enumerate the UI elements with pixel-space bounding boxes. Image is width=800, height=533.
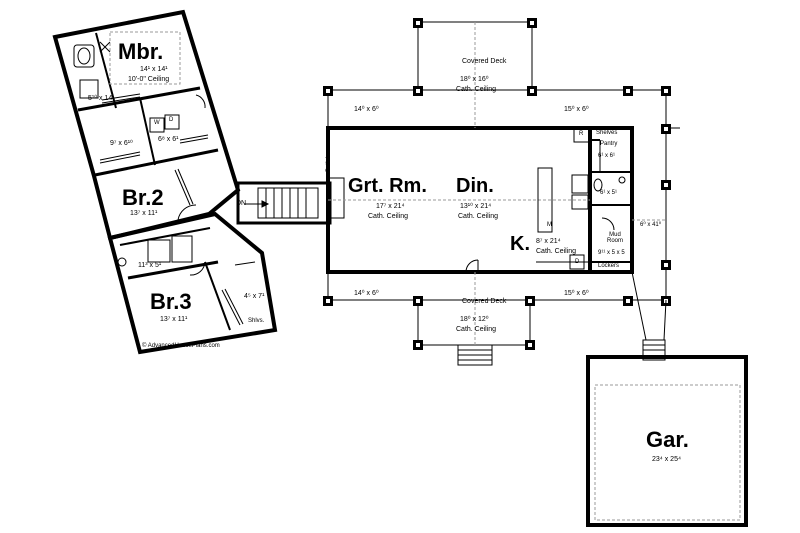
garage-door-outline — [594, 384, 741, 521]
deck-bot-note: Cath. Ceiling — [456, 326, 497, 333]
deck-top-note: Cath. Ceiling — [456, 86, 497, 93]
posts — [323, 18, 671, 350]
closet-hatching — [99, 93, 256, 326]
grt-name: Grt. Rm. — [348, 175, 427, 197]
din-dim: 13¹⁰ x 21⁴ — [460, 203, 492, 210]
mud-dim: 9¹¹ x 5 x 5 — [598, 250, 625, 256]
mbr-name: Mbr. — [118, 39, 164, 64]
br3-dim: 13⁷ x 11¹ — [160, 316, 188, 323]
garage-walls — [586, 355, 748, 527]
post — [661, 86, 671, 96]
wall — [127, 260, 219, 280]
mbath-fixtures — [73, 31, 181, 99]
washer-label: W — [154, 120, 160, 126]
post — [661, 124, 671, 134]
deck-bot-dim: 18⁰ x 12⁰ — [460, 316, 489, 323]
washer-dryer — [149, 114, 180, 133]
builtin-label: Built-In — [326, 153, 332, 172]
bath2-dim: 11³ x 5¹ — [138, 262, 162, 269]
wall — [77, 86, 201, 112]
wall — [94, 148, 219, 177]
porch-br-dim: 15⁰ x 6⁰ — [564, 290, 589, 297]
dishwasher-label: D — [575, 259, 580, 265]
post — [527, 18, 537, 28]
bath2-fixtures — [117, 235, 193, 267]
post — [323, 86, 333, 96]
hall-link — [236, 181, 332, 225]
grt-note: Cath. Ceiling — [368, 213, 409, 220]
built-in — [327, 177, 345, 219]
kit-name: K. — [510, 233, 530, 255]
shelves-label-br3: Shlvs. — [248, 318, 265, 324]
post — [413, 18, 423, 28]
microwave-label: M — [547, 222, 552, 228]
pantry-name: Pantry — [600, 141, 618, 147]
br2-dim: 13⁷ x 11¹ — [130, 210, 158, 217]
kit-dim: 8⁷ x 21⁴ — [536, 238, 561, 245]
wic2-dim: 6⁸ x 6¹ — [158, 136, 179, 143]
dn-label: DN — [236, 200, 247, 207]
deck-top-dim: 18⁰ x 16⁰ — [460, 76, 489, 83]
post — [527, 86, 537, 96]
grt-dim: 17⁷ x 21⁴ — [376, 203, 405, 210]
post — [623, 296, 633, 306]
post — [661, 260, 671, 270]
post — [661, 180, 671, 190]
wall — [139, 97, 156, 166]
mud-name: Mud Room — [606, 232, 623, 245]
dryer-label: D — [169, 117, 174, 123]
shelves-label: Shelves — [596, 130, 618, 136]
post — [413, 86, 423, 96]
porch-tl-dim: 14⁰ x 6⁰ — [354, 106, 379, 113]
din-note: Cath. Ceiling — [458, 213, 499, 220]
mbath-dim: 5¹⁰ x 14 — [88, 95, 113, 102]
mbr-note: 10'-0" Ceiling — [128, 76, 170, 83]
gar-name: Gar. — [646, 427, 689, 452]
mbr-dim: 14¹ x 14¹ — [140, 66, 168, 73]
bedroom-wing — [52, 9, 332, 355]
post — [525, 296, 535, 306]
deck-dashes — [474, 22, 666, 345]
br2-name: Br.2 — [122, 185, 164, 210]
post — [525, 340, 535, 350]
wall — [204, 261, 231, 331]
post — [413, 296, 423, 306]
door-swings — [177, 94, 206, 276]
porch-side-dim: 6⁰ x 41⁰ — [640, 222, 662, 228]
wall — [95, 32, 117, 109]
watermark: © AdvancedHousePlans.com — [142, 343, 220, 349]
decks — [327, 21, 680, 366]
closet3-dim: 4⁵ x 7¹ — [244, 293, 265, 300]
fridge-label: R — [579, 131, 584, 137]
br3-name: Br.3 — [150, 289, 192, 314]
gar-dim: 23⁴ x 25⁴ — [652, 456, 681, 463]
front-door — [465, 259, 479, 273]
pantry-dim: 6¹ x 6¹ — [598, 153, 616, 159]
post — [323, 296, 333, 306]
kitchen-fixtures — [516, 126, 591, 270]
stair — [244, 187, 319, 219]
main-house — [326, 126, 634, 274]
din-name: Din. — [456, 175, 494, 197]
powder-dim: 6¹ x 5¹ — [600, 190, 618, 196]
garage — [586, 271, 748, 527]
porch-tr-dim: 15⁰ x 6⁰ — [564, 106, 589, 113]
lockers-label: Lockers — [598, 263, 620, 269]
porch-bl-dim: 14⁰ x 6⁰ — [354, 290, 379, 297]
post — [623, 86, 633, 96]
wic1-dim: 9⁷ x 6¹⁰ — [110, 140, 133, 147]
bedroom-wing-lower-walls — [107, 211, 278, 355]
deck-bot-name: Covered Deck — [462, 298, 507, 305]
wall — [119, 227, 211, 246]
kit-note: Cath. Ceiling — [536, 248, 577, 255]
powder-fixtures — [593, 176, 626, 192]
post — [413, 340, 423, 350]
deck-top-name: Covered Deck — [462, 58, 507, 65]
mud-door — [601, 217, 615, 231]
